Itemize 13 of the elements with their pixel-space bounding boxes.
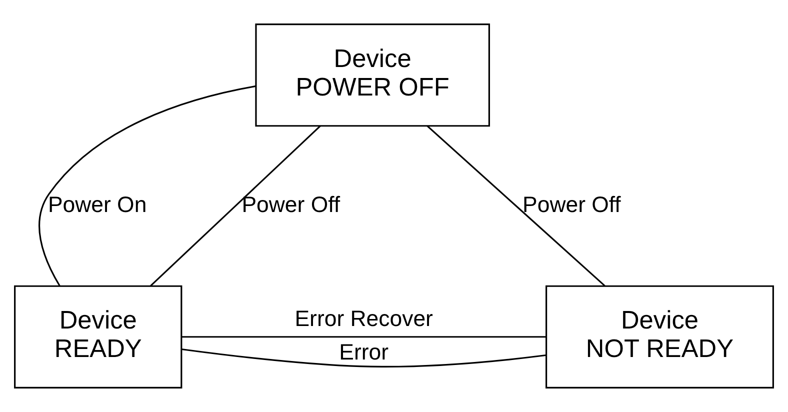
edge-label: Power Off [522,192,621,217]
connector [150,125,321,286]
connector [426,125,606,286]
node-box: Device READY [14,285,182,388]
edge-label: Error [339,339,389,364]
node-box: Device NOT READY [546,285,774,388]
connector [182,348,546,368]
edge-label: Power On [48,192,147,217]
edge-label: Power Off [242,192,340,217]
connector [38,85,256,286]
node-box: Device POWER OFF [255,24,490,127]
connector [182,336,546,338]
edge-label: Error Recover [294,306,433,332]
